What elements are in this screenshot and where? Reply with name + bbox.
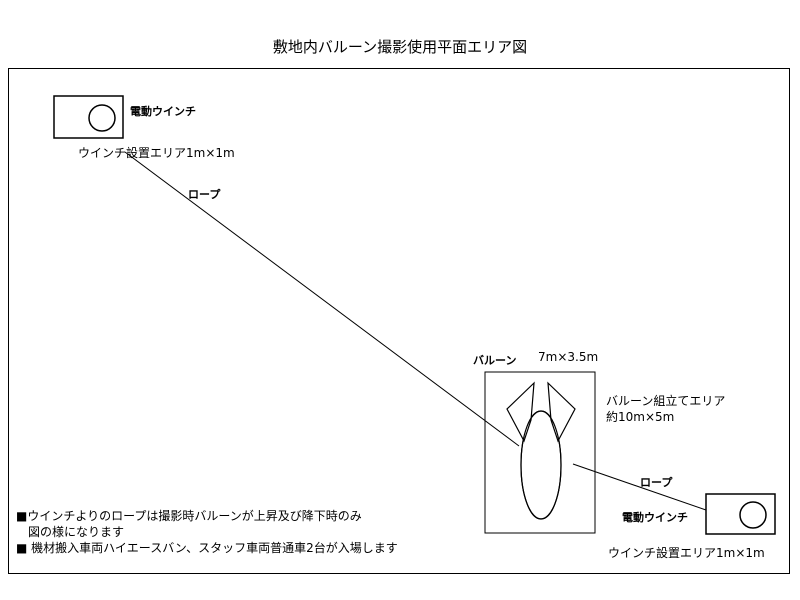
note-vehicles: ■ 機材搬入車両ハイエースバン、スタッフ車両普通車2台が入場します: [16, 541, 398, 555]
winch-drum-bottom-icon: [739, 501, 767, 529]
winch-drum-top-icon: [88, 104, 116, 132]
note-rope: ■ウインチよりのロープは撮影時バルーンが上昇及び降下時のみ: [16, 509, 362, 523]
rope-label-bottom: ロープ: [640, 476, 673, 489]
winch-area-label-top: ウインチ設置エリア1m×1m: [78, 146, 235, 160]
notes-section: ■ウインチよりのロープは撮影時バルーンが上昇及び降下時のみ 図の様になります ■…: [16, 508, 398, 556]
winch-box-bottom: [705, 493, 776, 535]
note-rope-continued: 図の様になります: [28, 525, 125, 539]
rope-line-top: [124, 151, 520, 447]
rope-line-bottom: [572, 463, 707, 511]
balloon-size-label: 7m×3.5m: [538, 350, 599, 364]
rope-label-top: ロープ: [188, 188, 221, 201]
assembly-area-size-label: 約10m×5m: [606, 410, 675, 424]
page-title: 敷地内バルーン撮影使用平面エリア図: [272, 38, 528, 56]
winch-label-bottom: 電動ウインチ: [622, 511, 688, 524]
winch-area-label-bottom: ウインチ設置エリア1m×1m: [608, 546, 765, 560]
assembly-area-label: バルーン組立てエリア: [606, 394, 726, 408]
assembly-area-box: [484, 371, 596, 534]
balloon-name-label: バルーン: [473, 354, 517, 367]
winch-label-top: 電動ウインチ: [130, 105, 196, 118]
winch-box-top: [53, 95, 124, 139]
site-boundary: [8, 68, 790, 574]
